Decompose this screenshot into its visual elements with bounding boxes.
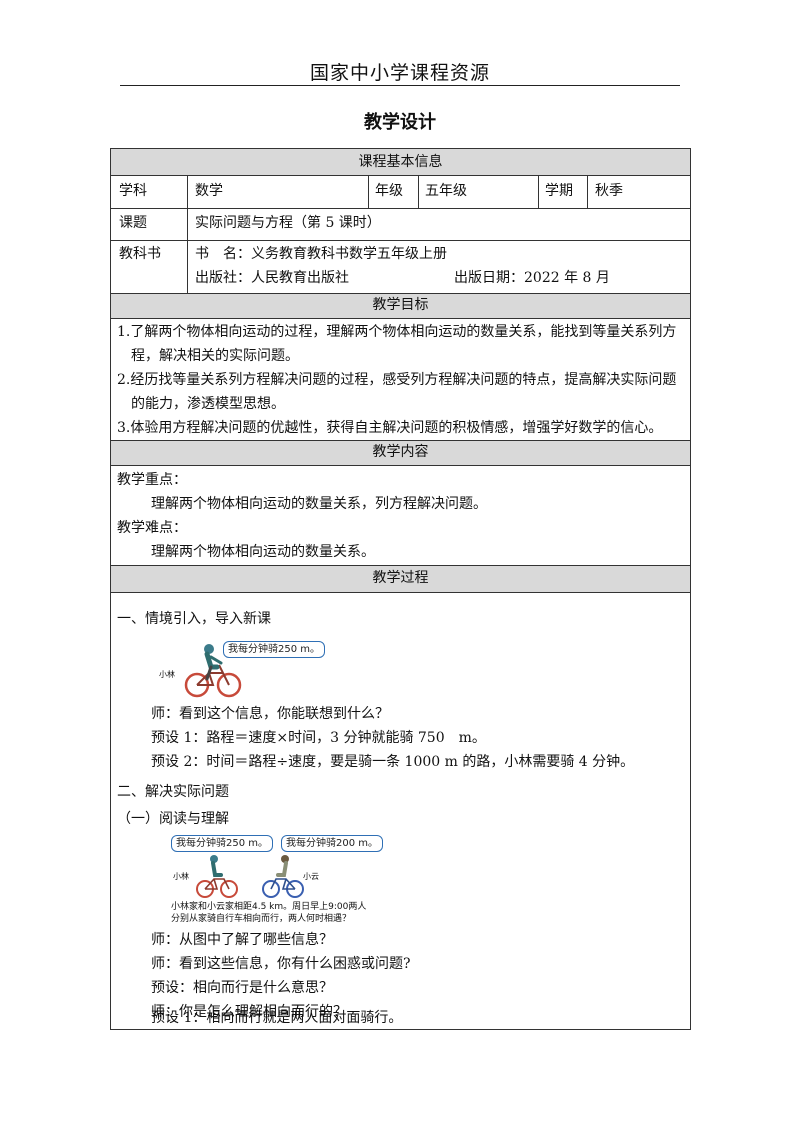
two-cyclists-figure: 我每分钟骑250 m。 我每分钟骑200 m。 小林 小云 小林家和小云家相距4… [169, 833, 384, 925]
row-rule [111, 565, 690, 566]
row-rule [111, 293, 690, 294]
objective-line: 1.了解两个物体相向运动的过程，理解两个物体相向运动的数量关系，能找到等量关系列… [117, 324, 677, 340]
subject-value: 数学 [195, 183, 223, 199]
topic-value: 实际问题与方程（第 5 课时） [195, 215, 381, 231]
column-rule [538, 175, 539, 208]
dialogue-line: 预设 1：路程＝速度×时间，3 分钟就能骑 750 m。 [151, 730, 486, 746]
lesson-plan-table: 课程基本信息 教学目标 教学内容 教学过程 学科 数学 年级 五年级 学期 秋季… [110, 148, 691, 1030]
column-rule [187, 175, 188, 293]
figure-caption: 小林家和小云家相距4.5 km。周日早上9:00两人 [171, 902, 367, 912]
row-rule [111, 208, 690, 209]
speech-bubble: 我每分钟骑250 m。 [223, 641, 326, 658]
term-label: 学期 [545, 183, 573, 199]
objective-line: 的能力，渗透模型思想。 [131, 396, 285, 412]
dialogue-line: 师：看到这个信息，你能联想到什么？ [151, 706, 389, 722]
dialogue-line: 预设 2：时间＝路程÷速度，要是骑一条 1000 m 的路，小林需要骑 4 分钟… [151, 754, 635, 770]
difficulty-label: 教学难点： [117, 520, 187, 536]
objectives-band: 教学目标 [111, 293, 690, 318]
topic-label: 课题 [119, 215, 147, 231]
objective-line: 程，解决相关的实际问题。 [131, 348, 299, 364]
speech-bubble-right: 我每分钟骑200 m。 [281, 835, 384, 852]
grade-label: 年级 [375, 183, 403, 199]
grade-value: 五年级 [425, 183, 467, 199]
section-title: 一、情境引入，导入新课 [117, 611, 271, 627]
bicycle-rider-icon [184, 644, 242, 698]
document-title: 教学设计 [364, 112, 436, 133]
textbook-publisher: 出版社：人民教育出版社 [195, 270, 349, 286]
header-title: 国家中小学课程资源 [309, 62, 490, 84]
dialogue-line: 师：从图中了解了哪些信息？ [151, 932, 333, 948]
header-rule [120, 85, 680, 86]
textbook-label: 教科书 [119, 246, 161, 262]
cyclist-name-right: 小云 [303, 872, 319, 881]
textbook-pub-date: 出版日期：2022 年 8 月 [454, 270, 610, 286]
basic-info-band: 课程基本信息 [111, 149, 690, 175]
dialogue-line: 预设 1：相向而行就是两人面对面骑行。 [151, 1010, 403, 1026]
content-band: 教学内容 [111, 440, 690, 465]
cyclist-name: 小林 [159, 670, 175, 679]
textbook-name: 书 名：义务教育教科书数学五年级上册 [195, 246, 447, 262]
subsection-title: （一）阅读与理解 [117, 811, 229, 827]
key-point-label: 教学重点： [117, 472, 187, 488]
row-rule [111, 318, 690, 319]
speech-bubble-left: 我每分钟骑250 m。 [171, 835, 274, 852]
dialogue-line: 师：你是怎么理解相向而行的？ [151, 1004, 347, 1020]
section-title: 二、解决实际问题 [117, 784, 229, 800]
column-rule [418, 175, 419, 208]
row-rule [111, 465, 690, 466]
column-rule [368, 175, 369, 208]
row-rule [111, 592, 690, 593]
cyclist-name-left: 小林 [173, 872, 189, 881]
row-rule [111, 240, 690, 241]
two-bicycle-riders-icon [196, 855, 304, 898]
figure-caption: 分别从家骑自行车相向而行，两人何时相遇？ [171, 914, 352, 924]
column-rule [587, 175, 588, 208]
objective-line: 3.体验用方程解决问题的优越性，获得自主解决问题的积极情感，增强学好数学的信心。 [117, 420, 663, 436]
objective-line: 2.经历找等量关系列方程解决问题的过程，感受列方程解决问题的特点，提高解决实际问… [117, 372, 677, 388]
term-value: 秋季 [595, 183, 623, 199]
dialogue-line: 预设：相向而行是什么意思？ [151, 980, 333, 996]
process-band: 教学过程 [111, 565, 690, 592]
difficulty-text: 理解两个物体相向运动的数量关系。 [151, 544, 375, 560]
cyclist-figure: 小林 我每分钟骑250 m。 [151, 637, 326, 699]
key-point-text: 理解两个物体相向运动的数量关系，列方程解决问题。 [151, 496, 487, 512]
subject-label: 学科 [119, 183, 147, 199]
row-rule [111, 175, 690, 176]
dialogue-line: 师：看到这些信息，你有什么困惑或问题? [151, 956, 411, 972]
row-rule [111, 440, 690, 441]
